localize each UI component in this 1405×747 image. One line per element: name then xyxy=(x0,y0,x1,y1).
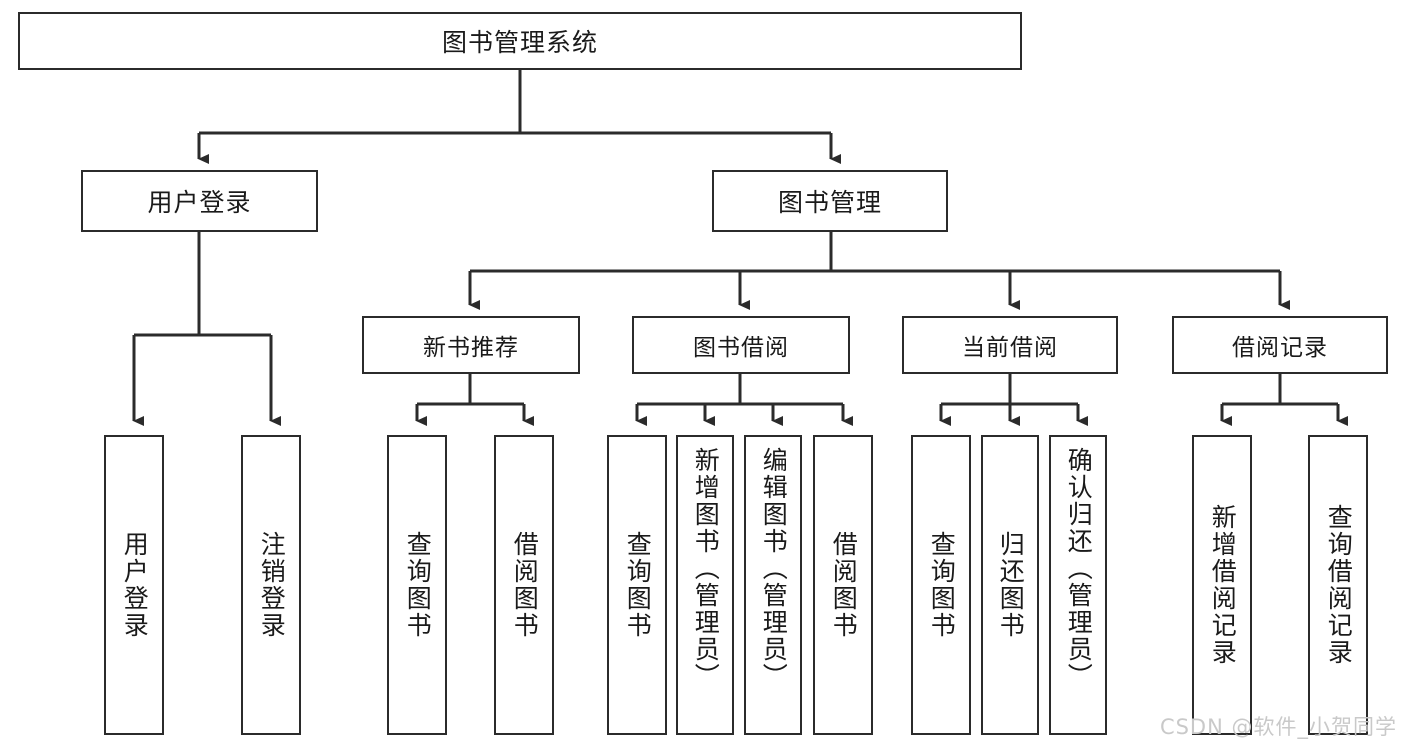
node-borrow-record[interactable]: 借阅记录 xyxy=(1172,316,1388,374)
node-root-system[interactable]: 图书管理系统 xyxy=(18,12,1022,70)
leaf-book-borrow-add[interactable]: 新增图书（管理员） xyxy=(676,435,734,735)
node-user-login[interactable]: 用户登录 xyxy=(81,170,318,232)
leaf-current-borrow-confirm[interactable]: 确认归还（管理员） xyxy=(1049,435,1107,735)
leaf-current-borrow-query[interactable]: 查询图书 xyxy=(911,435,971,735)
leaf-user-login-logout[interactable]: 注销登录 xyxy=(241,435,301,735)
node-book-borrow[interactable]: 图书借阅 xyxy=(632,316,850,374)
node-new-book-recommend[interactable]: 新书推荐 xyxy=(362,316,580,374)
leaf-new-book-borrow[interactable]: 借阅图书 xyxy=(494,435,554,735)
watermark-text: CSDN @软件_小贺同学 xyxy=(1159,715,1397,739)
leaf-book-borrow-borrow[interactable]: 借阅图书 xyxy=(813,435,873,735)
leaf-user-login-login[interactable]: 用户登录 xyxy=(104,435,164,735)
leaf-new-book-query[interactable]: 查询图书 xyxy=(387,435,447,735)
leaf-book-borrow-query[interactable]: 查询图书 xyxy=(607,435,667,735)
leaf-borrow-record-query[interactable]: 查询借阅记录 xyxy=(1308,435,1368,735)
node-book-management[interactable]: 图书管理 xyxy=(712,170,948,232)
leaf-current-borrow-return[interactable]: 归还图书 xyxy=(981,435,1039,735)
leaf-book-borrow-edit[interactable]: 编辑图书（管理员） xyxy=(744,435,802,735)
leaf-borrow-record-add[interactable]: 新增借阅记录 xyxy=(1192,435,1252,735)
node-current-borrow[interactable]: 当前借阅 xyxy=(902,316,1118,374)
